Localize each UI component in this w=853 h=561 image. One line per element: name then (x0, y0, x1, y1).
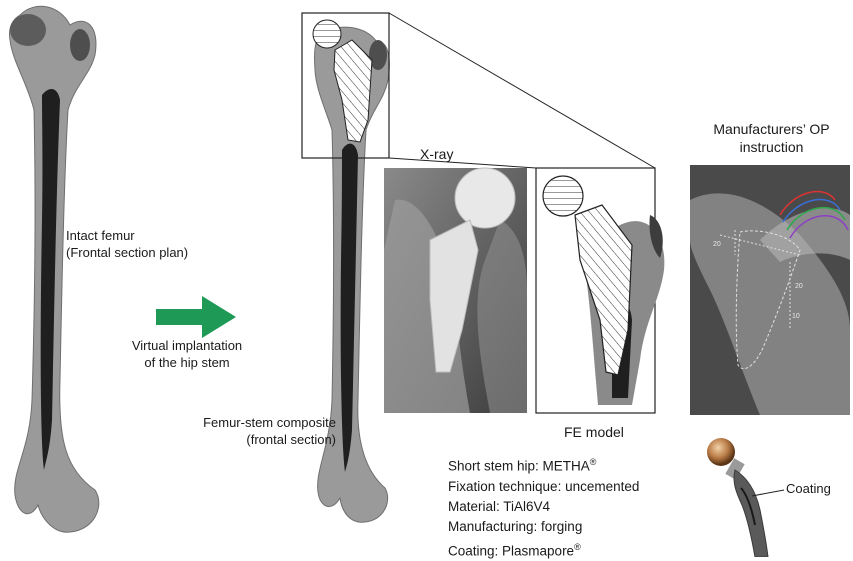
spec-item: Short stem hip: METHA® (448, 452, 639, 477)
spec-item: Fixation technique: uncemented (448, 477, 639, 497)
composite-subtitle: (frontal section) (160, 431, 336, 448)
implant-photo (707, 438, 784, 557)
intact-femur-subtitle: (Frontal section plan) (66, 244, 188, 261)
fe-model-label: FE model (564, 424, 624, 441)
template-tick-2: 20 (795, 283, 803, 290)
op-instruction-line1: Manufacturers’ OP (690, 120, 853, 138)
spec-item: Manufacturing: forging (448, 517, 639, 537)
spec-text: Fixation technique: uncemented (448, 479, 639, 494)
spec-text: Coating: Plasmapore (448, 543, 574, 558)
spec-item: Material: TiAl6V4 (448, 497, 639, 517)
virtual-implantation-line1: Virtual implantation (122, 337, 252, 354)
xray-panel (384, 168, 527, 413)
xray-label: X-ray (420, 146, 453, 163)
fe-model-panel (536, 168, 664, 413)
composite-title: Femur-stem composite (160, 414, 336, 431)
intact-femur-title: Intact femur (66, 227, 188, 244)
template-tick-3: 10 (792, 313, 800, 320)
coating-callout: Coating (786, 480, 831, 497)
registered-mark: ® (574, 542, 581, 552)
op-instruction-panel: 20 20 10 (690, 165, 850, 415)
intact-femur-label: Intact femur (Frontal section plan) (66, 227, 188, 261)
template-tick-1: 20 (713, 241, 721, 248)
arrow-right-icon (156, 296, 236, 338)
op-instruction-label: Manufacturers’ OP instruction (690, 120, 853, 156)
spec-text: Manufacturing: forging (448, 519, 582, 534)
spec-text: Material: TiAl6V4 (448, 499, 550, 514)
registered-mark: ® (590, 457, 597, 467)
op-instruction-line2: instruction (690, 138, 853, 156)
virtual-implantation-line2: of the hip stem (122, 354, 252, 371)
spec-text: Short stem hip: METHA (448, 459, 590, 474)
composite-label: Femur-stem composite (frontal section) (160, 414, 336, 448)
virtual-implantation-label: Virtual implantation of the hip stem (122, 337, 252, 371)
intact-femur (9, 6, 98, 532)
spec-item: Coating: Plasmapore® (448, 537, 639, 561)
spec-list: Short stem hip: METHA® Fixation techniqu… (448, 452, 639, 561)
